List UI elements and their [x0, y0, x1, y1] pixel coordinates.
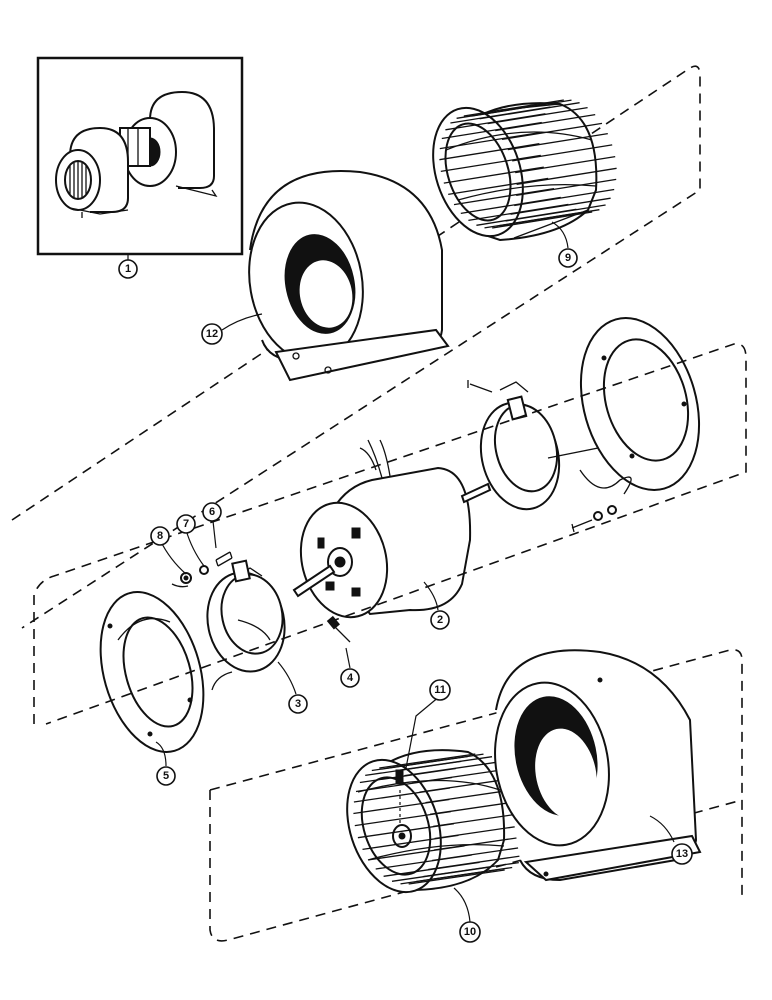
callout-8-label: 8 [157, 530, 163, 542]
upper-group-boundary [11, 65, 701, 629]
wheel-vane [495, 113, 596, 132]
wheel-vane [408, 869, 505, 885]
right-mounting-band [467, 380, 607, 511]
wheel-vane [487, 106, 588, 125]
wheel-vane [516, 178, 617, 197]
wheel-vane [516, 167, 617, 185]
callout-4-label: 4 [347, 672, 354, 684]
upper-scroll-housing [248, 170, 450, 382]
lower-group-boundary [209, 648, 743, 942]
wheel-vane [391, 866, 489, 882]
wheel-vane [448, 177, 549, 196]
wheel-vane [468, 203, 569, 222]
wheel-vane [440, 154, 541, 173]
callout-9-label: 9 [565, 252, 571, 264]
wheel-vane [404, 761, 501, 777]
leader-lines [127, 221, 675, 923]
callout-1: 1 [118, 259, 138, 279]
callout-6-label: 6 [209, 506, 215, 518]
left-mounting-band [206, 559, 286, 691]
lower-scroll-housing [494, 649, 702, 882]
wheel-vane [354, 810, 451, 827]
wheel-vane [460, 196, 561, 215]
wheel-vane [479, 102, 580, 120]
callout-11: 11 [429, 679, 451, 701]
right-fastener-set [571, 469, 632, 533]
upper-blower-wheel [432, 99, 617, 242]
callout-7: 7 [176, 514, 196, 534]
blower-motor [292, 439, 492, 619]
wheel-vane [501, 122, 603, 141]
callout-7-label: 7 [183, 518, 189, 530]
callout-1-label: 1 [125, 263, 131, 275]
wheel-vane [512, 144, 613, 162]
wheel-vane [515, 155, 616, 174]
callout-10-label: 10 [464, 926, 476, 938]
left-cover-plate [99, 591, 205, 753]
wheel-vane [484, 211, 585, 229]
set-screw [395, 769, 404, 826]
wheel-vane [453, 187, 555, 206]
callout-6: 6 [202, 502, 222, 522]
wheel-vane [476, 208, 577, 226]
callout-12: 12 [201, 323, 223, 345]
lower-blower-wheel [346, 749, 531, 894]
wheel-vane [507, 132, 608, 151]
callout-5: 5 [156, 766, 176, 786]
wheel-vane [375, 854, 472, 870]
callout-3-label: 3 [295, 698, 301, 710]
middle-group-boundary [33, 342, 747, 725]
callout-13: 13 [671, 843, 693, 865]
assembly-inset [36, 56, 244, 256]
wheel-vane [439, 143, 540, 161]
wheel-vane [443, 166, 544, 184]
callout-8: 8 [150, 526, 170, 546]
callout-12-label: 12 [206, 328, 218, 340]
wheel-vane [368, 845, 465, 861]
callout-3: 3 [288, 694, 308, 714]
wheel-vane [357, 823, 454, 839]
wheel-vane [395, 756, 493, 772]
callout-9: 9 [558, 248, 578, 268]
callout-13-label: 13 [676, 848, 688, 860]
wheel-vane [387, 753, 484, 769]
wheel-vane [379, 753, 476, 769]
callout-11-label: 11 [434, 684, 446, 696]
callout-10: 10 [459, 921, 481, 943]
callout-4: 4 [340, 668, 360, 688]
right-cover-plate [579, 317, 701, 491]
wheel-vane [362, 834, 459, 851]
callout-2-label: 2 [437, 614, 443, 626]
callout-2: 2 [430, 610, 450, 630]
callout-5-label: 5 [163, 770, 169, 782]
motor-screw [326, 615, 351, 643]
wheel-vane [383, 861, 480, 877]
wheel-vane [400, 869, 497, 885]
